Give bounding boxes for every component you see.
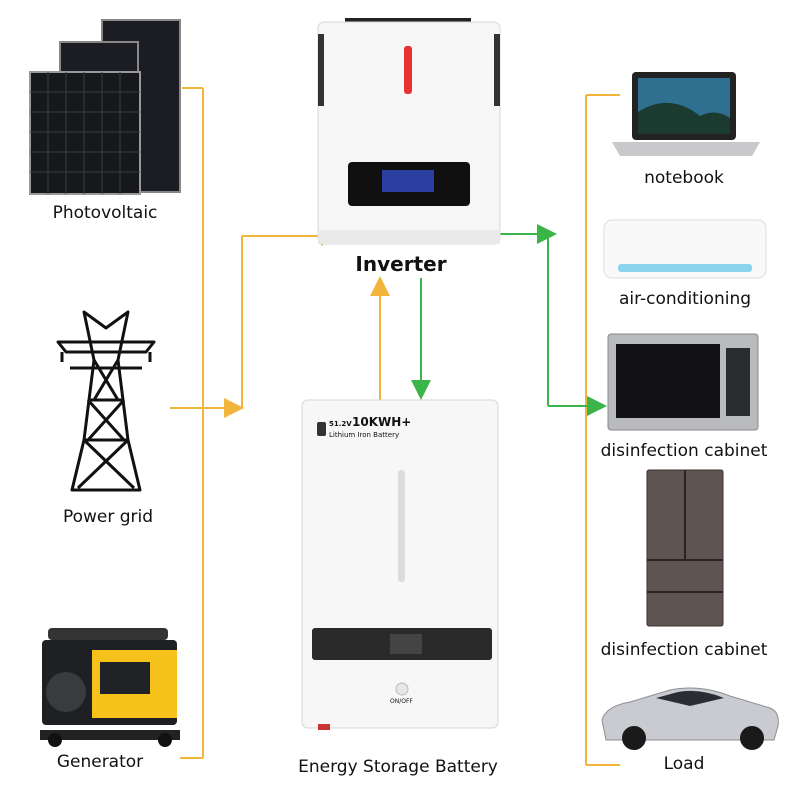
power-tower-icon <box>56 310 156 492</box>
battery-power-label: ON/OFF <box>390 698 413 705</box>
microwave-icon <box>607 333 759 431</box>
fridge-label: disinfection cabinet <box>600 640 768 660</box>
air-conditioner-icon <box>603 219 767 279</box>
solar-panel-icon <box>29 19 181 195</box>
source-bus-line <box>170 87 390 759</box>
inverter-icon <box>317 18 501 245</box>
battery-icon <box>301 399 499 730</box>
air-conditioning-label: air-conditioning <box>618 289 752 309</box>
battery-badge-type: Lithium Iron Battery <box>329 431 400 439</box>
battery-badge-capacity: 10KWH+ <box>352 415 412 429</box>
car-icon <box>601 687 779 750</box>
load-label: Load <box>663 754 705 774</box>
battery-label: Energy Storage Battery <box>298 757 498 777</box>
power-grid-label: Power grid <box>62 507 154 527</box>
microwave-label: disinfection cabinet <box>600 441 768 461</box>
notebook-label: notebook <box>644 168 724 188</box>
fridge-icon <box>646 469 724 627</box>
load-bus-line <box>585 94 620 766</box>
photovoltaic-label: Photovoltaic <box>52 203 158 223</box>
generator-label: Generator <box>56 752 144 772</box>
generator-icon <box>40 628 180 747</box>
notebook-icon <box>612 72 760 156</box>
battery-badge-voltage: 51.2V <box>329 420 352 428</box>
inverter-label: Inverter <box>355 252 447 276</box>
